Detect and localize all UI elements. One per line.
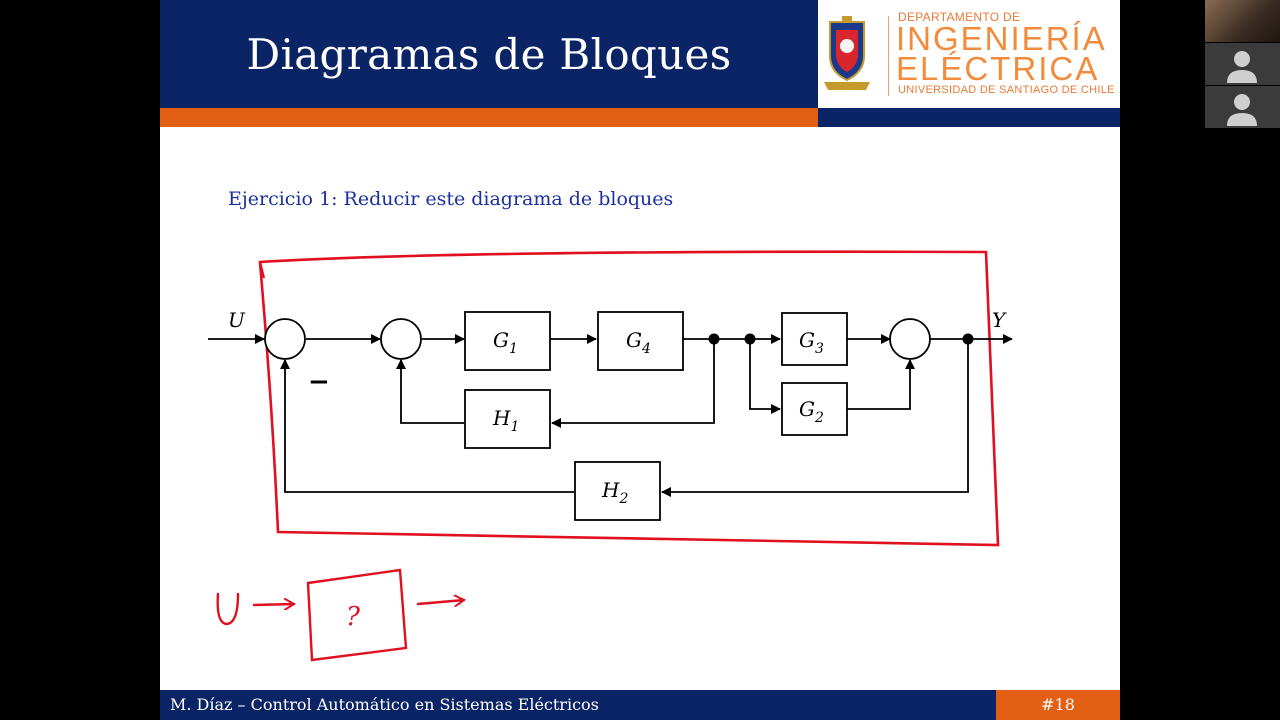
annotation-u-letter: [216, 592, 240, 626]
block-h1: [464, 389, 551, 449]
block-g2: [781, 382, 848, 436]
red-enclosure-tick: [258, 261, 266, 279]
participant-video-tile[interactable]: [1205, 0, 1280, 43]
participants-panel: [1205, 0, 1280, 129]
page-number-box: #18: [996, 690, 1120, 720]
slide-title: Diagramas de Bloques: [246, 30, 732, 79]
block-h2: [574, 461, 661, 521]
g2-to-sum3: [846, 359, 915, 410]
block-g3: [781, 312, 848, 366]
label-g3: G3: [799, 328, 824, 357]
block-diagram: G1 G4 G3 G2 H1 H2 U Y − ?: [208, 250, 1013, 662]
feedback-to-h1: [551, 339, 715, 428]
label-h1: H1: [492, 406, 519, 435]
annotation-arrow-out: [416, 600, 464, 604]
takeoff-node-3: [962, 333, 974, 345]
slide-header: Diagramas de Bloques: [160, 0, 818, 108]
summing-junction-3: [889, 318, 931, 360]
block-g1: [464, 311, 551, 371]
label-g2: G2: [799, 397, 824, 426]
slide-footer: M. Díaz – Control Automático en Sistemas…: [160, 690, 996, 720]
annotation-box: [306, 568, 408, 662]
participant-avatar-tile[interactable]: [1205, 43, 1280, 86]
output-label-y: Y: [992, 308, 1007, 332]
logo-divider: [888, 16, 889, 96]
feedback-to-h2: [661, 339, 969, 497]
logo-bottom-bar: [818, 108, 1120, 127]
annotation-question-mark: ?: [346, 602, 361, 632]
takeoff-node-1: [708, 333, 720, 345]
page-number: #18: [1041, 695, 1075, 714]
label-h2: H2: [601, 478, 628, 507]
label-g4: G4: [626, 328, 651, 357]
person-icon: [1227, 94, 1257, 126]
footer-author: M. Díaz – Control Automático en Sistemas…: [170, 695, 599, 714]
label-g1: G1: [493, 328, 518, 357]
annotation-arrow-in: [252, 604, 294, 605]
header-accent-bar: [160, 108, 818, 127]
university-shield-icon: [824, 16, 870, 90]
participant-camera-feed: [1205, 0, 1280, 42]
red-enclosure: [258, 250, 1000, 547]
summing-junction-2: [380, 318, 422, 360]
input-label-u: U: [228, 308, 246, 332]
slide: Diagramas de Bloques DEPARTAMENTO DE ING…: [160, 0, 1120, 720]
h2-to-sum1: [280, 359, 574, 493]
summing-junction-1: [264, 318, 306, 360]
h1-to-sum2: [396, 359, 464, 424]
takeoff-node-2: [744, 333, 756, 345]
person-icon: [1227, 51, 1257, 83]
logo-ingenieria: INGENIERÍA: [896, 20, 1107, 57]
branch-to-g2: [749, 339, 781, 414]
logo-electrica: ELÉCTRICA: [896, 50, 1100, 87]
department-logo: DEPARTAMENTO DE INGENIERÍA ELÉCTRICA UNI…: [818, 0, 1120, 108]
block-g4: [597, 311, 684, 371]
logo-university: UNIVERSIDAD DE SANTIAGO DE CHILE: [898, 84, 1115, 96]
participant-avatar-tile[interactable]: [1205, 86, 1280, 129]
minus-sign: −: [308, 367, 330, 397]
logo-department-label: DEPARTAMENTO DE: [898, 10, 1021, 24]
exercise-statement: Ejercicio 1: Reducir este diagrama de bl…: [228, 188, 674, 210]
